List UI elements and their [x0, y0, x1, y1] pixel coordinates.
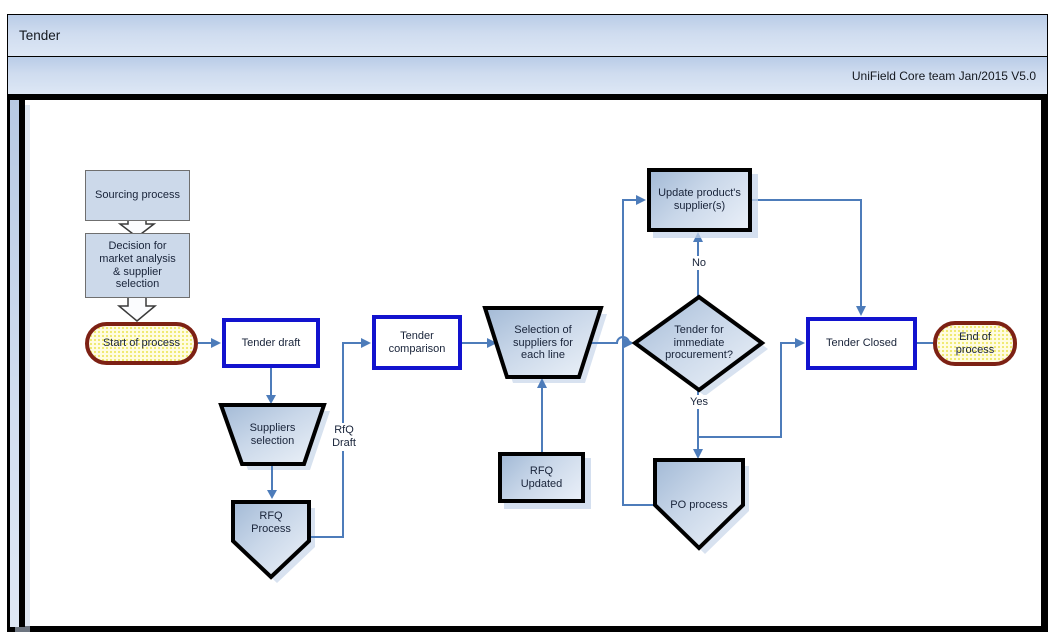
edge-label-yes: Yes: [684, 395, 714, 409]
subtitle-bar: UniField Core team Jan/2015 V5.0: [7, 56, 1048, 95]
node-po-process-shape: [653, 458, 745, 551]
node-suppliers-selection-shape: [218, 403, 327, 466]
version-caption: UniField Core team Jan/2015 V5.0: [851, 68, 1036, 83]
edge-label-rfq-draft: RfQ Draft: [327, 423, 361, 451]
node-update-products-supplier: Update product's supplier(s): [647, 168, 752, 232]
swimlane-strip: [10, 100, 25, 627]
edge-update-to-closed: [752, 199, 862, 308]
node-suppliers-selection-label: Suppliers selection: [249, 422, 296, 447]
node-selection-suppliers-shape: [482, 306, 604, 379]
page-title: Tender: [19, 28, 61, 43]
node-po-process-label: PO process: [670, 498, 728, 511]
node-tender-draft: Tender draft: [222, 318, 320, 368]
node-decision-for-market-analysis: Decision for market analysis & supplier …: [85, 233, 190, 298]
node-tender-comparison: Tender comparison: [372, 315, 462, 370]
node-decision-diamond-label: Tender for immediate procurement?: [665, 323, 733, 362]
connectors: [198, 199, 933, 538]
polygon-shapes: [218, 294, 766, 580]
node-start-of-process: Start of process: [85, 322, 198, 365]
arrowheads: [211, 195, 866, 499]
node-sourcing-process: Sourcing process: [85, 170, 190, 221]
edge-po-to-update: [622, 199, 655, 506]
node-selection-suppliers-label: Selection of suppliers for each line: [513, 323, 573, 362]
edge-yes-to-closed: [698, 342, 797, 438]
node-rfq-updated: RFQ Updated: [498, 452, 585, 503]
node-rfq-process-label: RFQ Process: [251, 510, 291, 535]
node-end-of-process: End of process: [933, 321, 1017, 366]
title-bar: Tender: [7, 14, 1048, 57]
node-decision-diamond-shape: [631, 294, 766, 393]
edge-label-no: No: [687, 256, 711, 270]
node-tender-closed: Tender Closed: [806, 317, 917, 370]
node-rfq-process-shape: [231, 500, 311, 580]
